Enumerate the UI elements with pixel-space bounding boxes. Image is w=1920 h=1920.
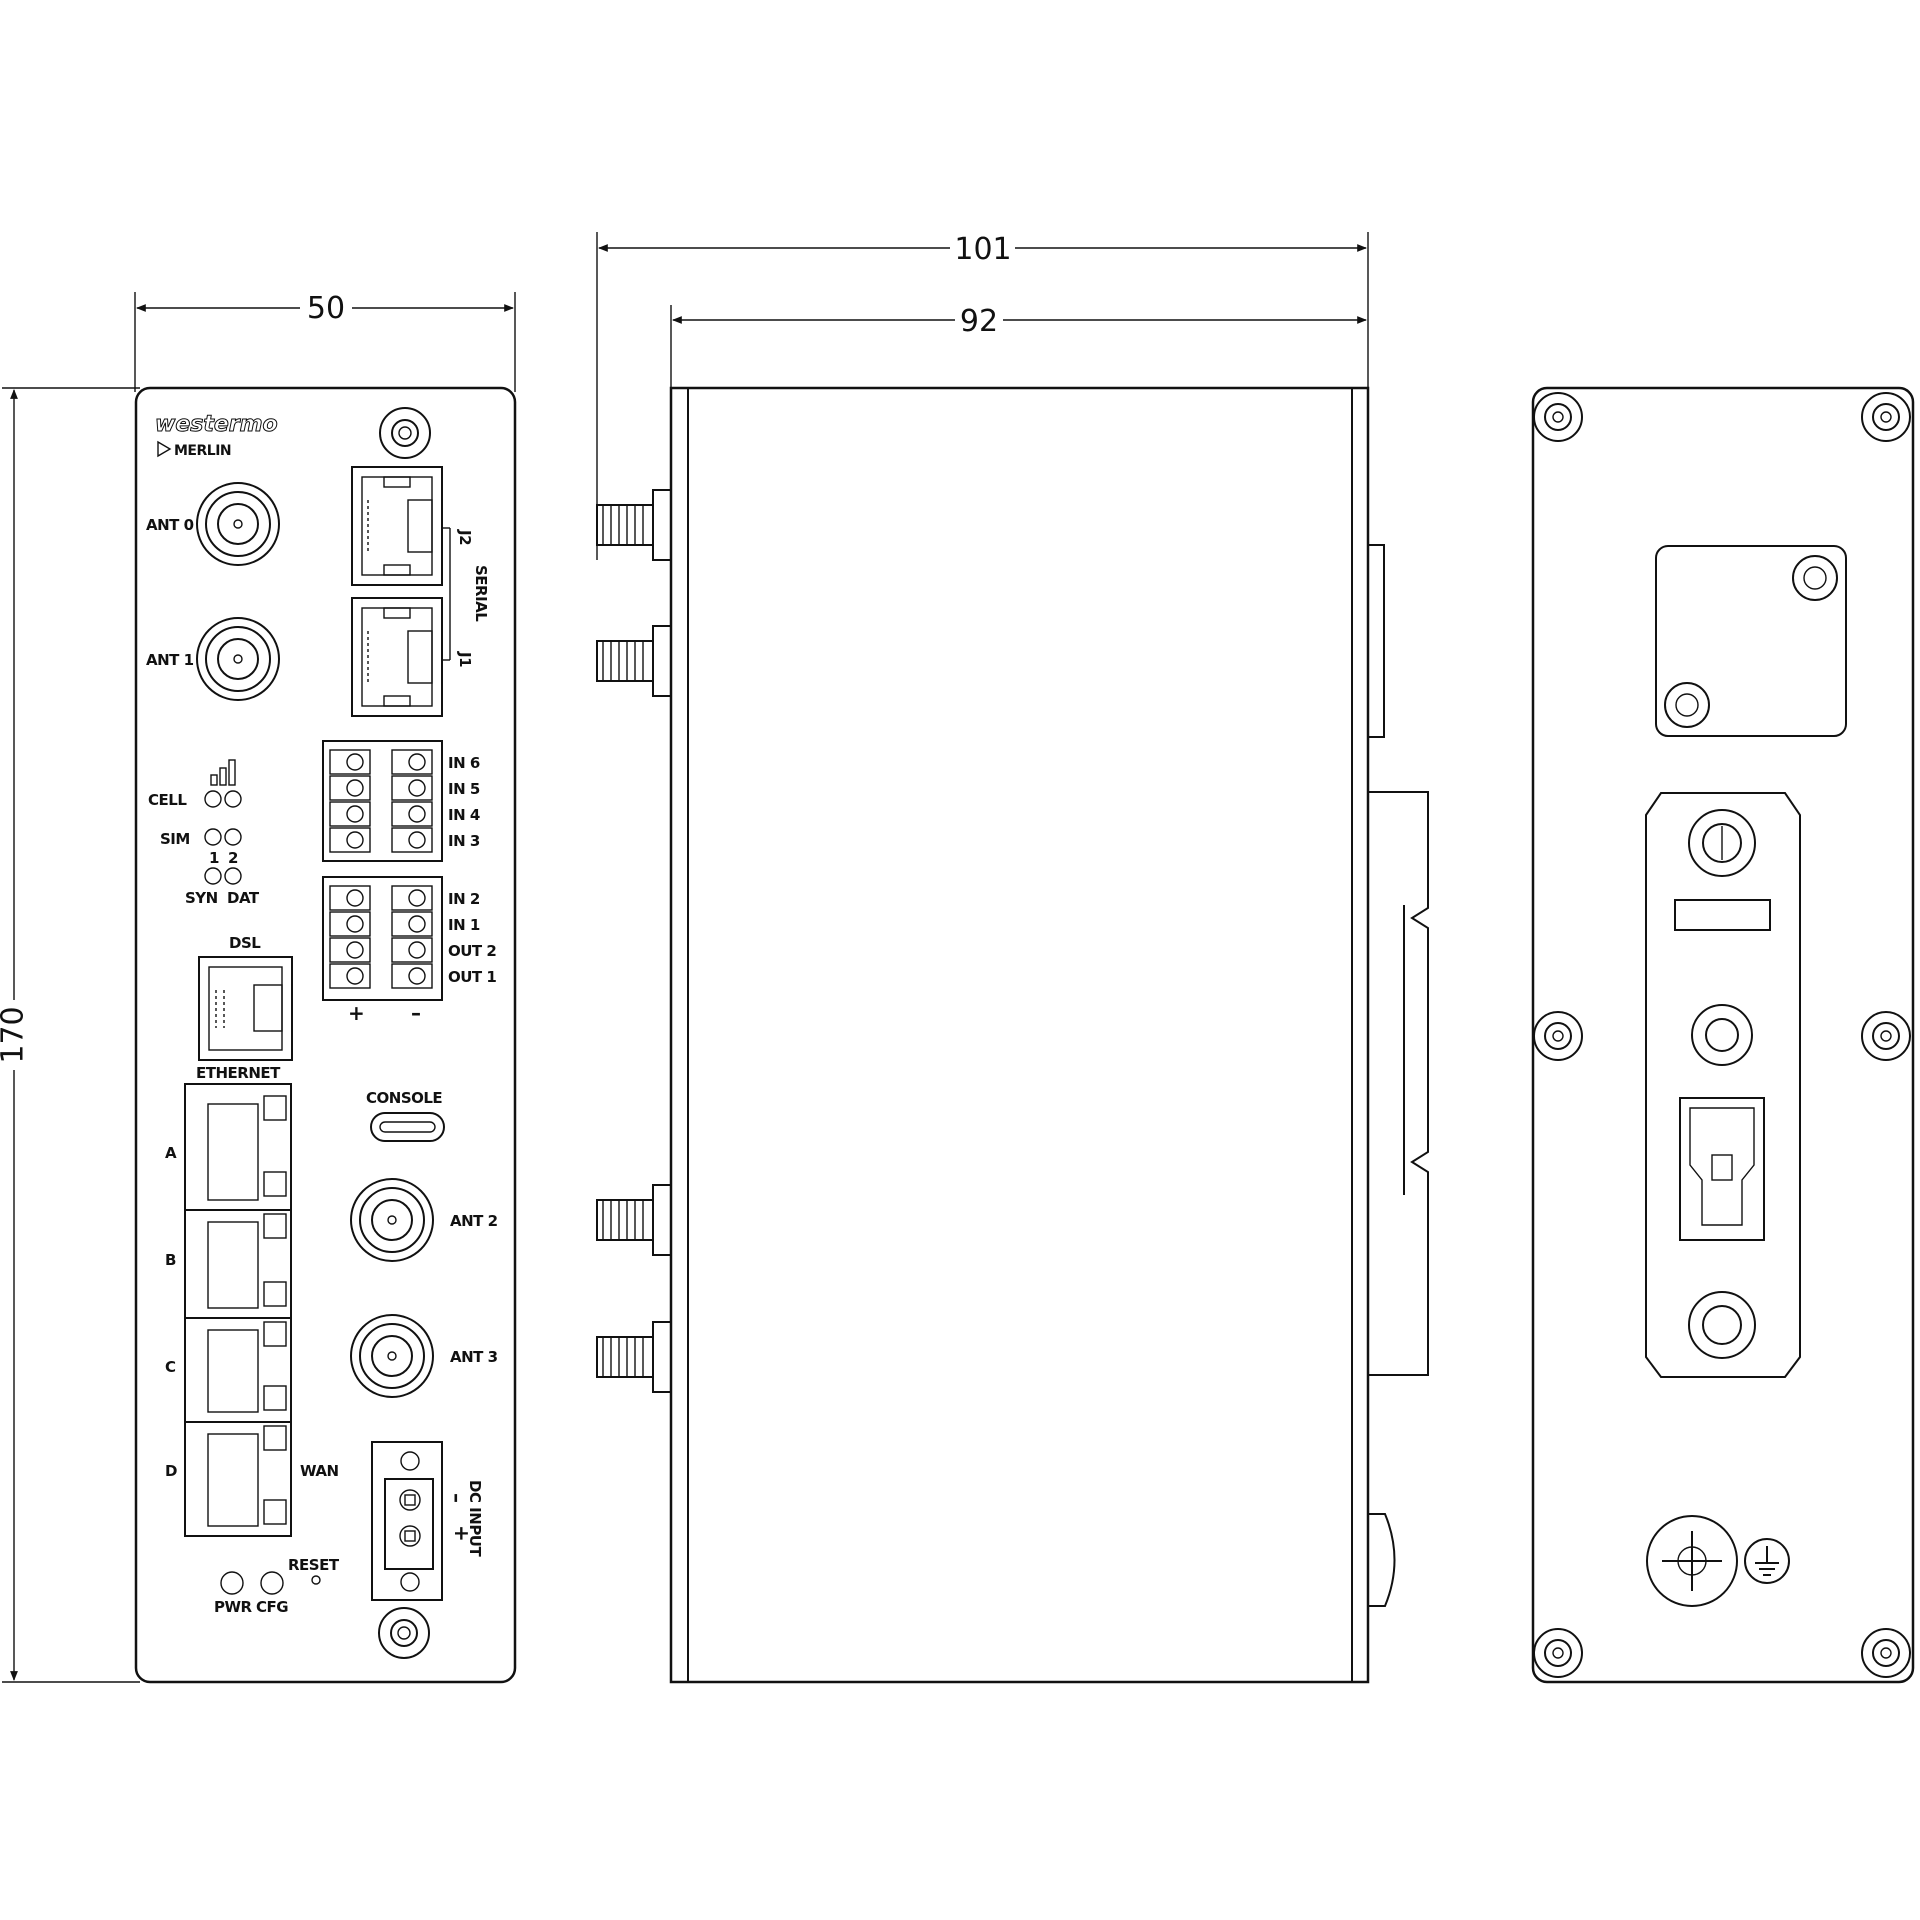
out1-label: OUT 1 [448, 968, 496, 986]
in2-label: IN 2 [448, 890, 480, 908]
screw-icon [378, 1607, 430, 1659]
reset-label: RESET [288, 1556, 340, 1574]
eth-a-label: A [165, 1144, 177, 1162]
screw-icon [1533, 392, 1583, 442]
din-rail-clip [1368, 791, 1429, 1376]
sma-connector-side [596, 625, 672, 697]
dimension-front-width-label: 50 [307, 291, 345, 326]
screw-icon [1533, 1628, 1583, 1678]
minus-label: – [411, 1001, 421, 1025]
reset-button[interactable] [311, 1575, 321, 1585]
dsl-label: DSL [229, 934, 261, 952]
dimension-body-depth: 92 [670, 304, 1367, 388]
side-plate [1367, 544, 1385, 738]
dimension-front-width: 50 [134, 291, 516, 392]
ethernet-label: ETHERNET [196, 1064, 281, 1082]
dimension-height: 170 [0, 387, 140, 1683]
dc-input-label: DC INPUT [466, 1480, 484, 1557]
play-icon [157, 440, 172, 458]
serial-port-j1[interactable] [351, 597, 443, 717]
serial-j2-label: J2 [456, 529, 474, 545]
sim-2-label: 2 [228, 849, 238, 867]
product-name: MERLIN [174, 443, 231, 459]
eth-d-label: D [165, 1462, 177, 1480]
dat-label: DAT [227, 889, 260, 907]
eth-b-label: B [165, 1251, 176, 1269]
ant0-label: ANT 0 [146, 516, 194, 534]
serial-j1-label: J1 [456, 651, 474, 667]
plus-label: + [348, 1001, 364, 1025]
out2-label: OUT 2 [448, 942, 496, 960]
terminal-block-inputs-1[interactable] [322, 740, 443, 862]
sma-connector-side [596, 489, 672, 561]
sma-connector-icon[interactable] [350, 1178, 434, 1262]
terminal-block-inputs-2[interactable] [322, 876, 443, 1001]
ground-screw [1646, 1515, 1738, 1607]
dimension-total-depth-label: 101 [954, 232, 1011, 267]
brand-logo: westermo [155, 412, 278, 437]
usb-c-port-icon[interactable] [370, 1112, 445, 1142]
dc-input-connector[interactable] [371, 1441, 443, 1601]
syn-label: SYN [185, 889, 218, 907]
screw-icon [1861, 392, 1911, 442]
dimension-body-depth-label: 92 [960, 304, 998, 339]
ground-screw-side [1368, 1513, 1396, 1607]
in4-label: IN 4 [448, 806, 480, 824]
in6-label: IN 6 [448, 754, 480, 772]
screw-icon [1861, 1011, 1911, 1061]
din-rail-clip-rear [1645, 792, 1801, 1378]
console-label: CONSOLE [366, 1089, 442, 1107]
cfg-label: CFG [256, 1598, 288, 1616]
in3-label: IN 3 [448, 832, 480, 850]
screw-icon [379, 407, 431, 459]
sim-label: SIM [160, 830, 190, 848]
rear-view [1531, 386, 1915, 1684]
ground-symbol-icon [1744, 1538, 1790, 1584]
sim-1-label: 1 [209, 849, 219, 867]
in1-label: IN 1 [448, 916, 480, 934]
signal-bars-icon [210, 759, 236, 786]
wan-label: WAN [300, 1462, 339, 1480]
sma-connector-icon[interactable] [196, 617, 280, 701]
dimension-total-depth: 101 [596, 232, 1369, 560]
serial-label: SERIAL [472, 565, 490, 622]
cell-label: CELL [148, 791, 187, 809]
screw-icon [1861, 1628, 1911, 1678]
eth-c-label: C [165, 1358, 176, 1376]
side-view [596, 386, 1429, 1684]
sma-connector-icon[interactable] [196, 482, 280, 566]
ant2-label: ANT 2 [450, 1212, 498, 1230]
screw-icon [1533, 1011, 1583, 1061]
cover-plate [1655, 545, 1847, 737]
sma-connector-icon[interactable] [350, 1314, 434, 1398]
dsl-port[interactable] [198, 956, 293, 1061]
ant1-label: ANT 1 [146, 651, 194, 669]
serial-port-j2[interactable] [351, 466, 443, 586]
cfg-led [260, 1571, 284, 1595]
dc-plus-label: + [450, 1525, 474, 1541]
front-view: westermo MERLIN ANT 0 ANT 1 [134, 386, 517, 1684]
in5-label: IN 5 [448, 780, 480, 798]
sma-connector-side [596, 1321, 672, 1393]
pwr-led [220, 1571, 244, 1595]
sma-connector-side [596, 1184, 672, 1256]
pwr-label: PWR [214, 1598, 253, 1616]
ethernet-ports[interactable] [184, 1083, 292, 1537]
dc-minus-label: – [445, 1493, 469, 1503]
dimension-height-label: 170 [0, 1006, 31, 1063]
ant3-label: ANT 3 [450, 1348, 498, 1366]
